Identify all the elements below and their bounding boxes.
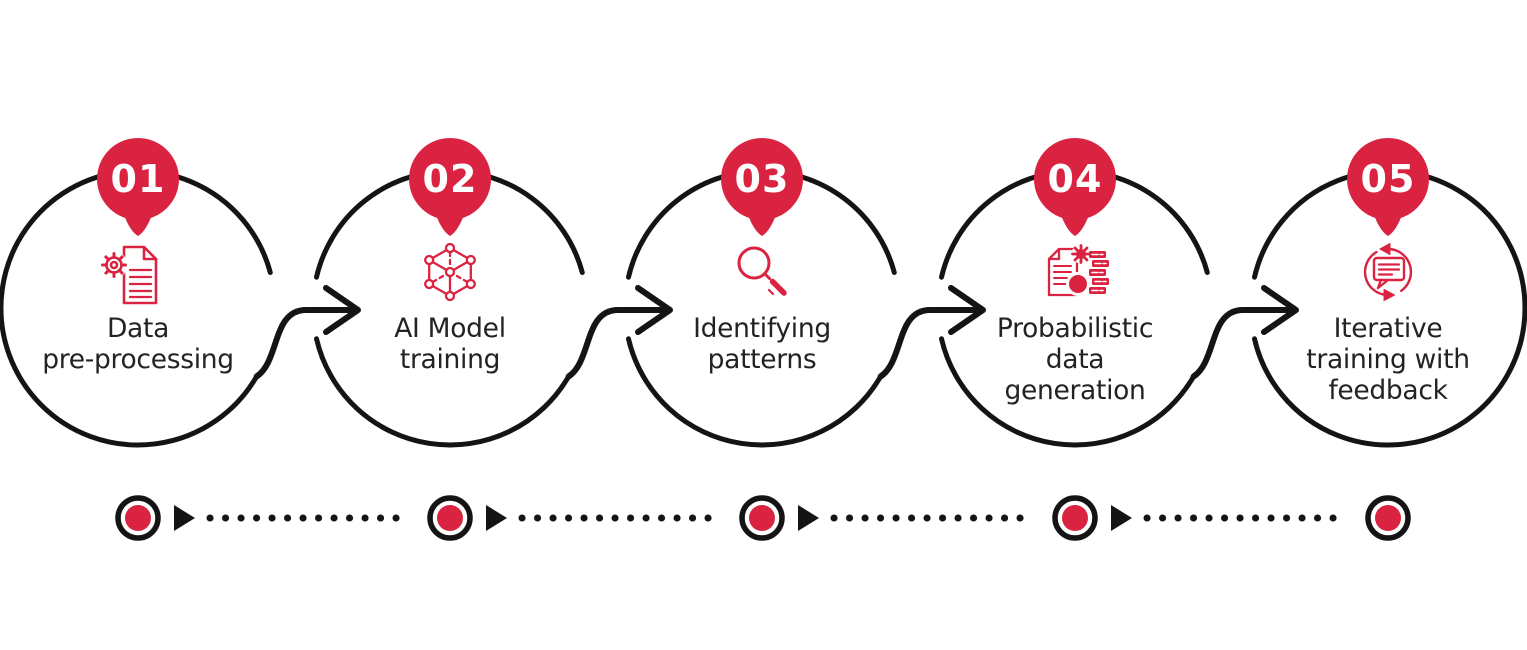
timeline-triangle-1 [174,505,195,531]
step-circle-5 [1252,168,1527,448]
step-label-1: Data pre-processing [42,313,234,375]
step-number-2: 02 [422,157,478,201]
timeline-node-5 [1365,495,1411,541]
step-number-5: 05 [1360,157,1416,201]
step-label-4: Probabilistic data generation [996,313,1154,406]
step-badge-2 [409,138,491,236]
data-generation-icon [1047,244,1109,297]
step-number-3: 03 [734,157,790,201]
step-label-2: AI Model training [394,313,506,375]
timeline-node-4 [1052,495,1098,541]
timeline-arrowheads [174,505,1132,531]
step-circle-2-bottom [314,336,572,448]
flow-arrow-4-5 [1190,285,1299,380]
step-label-3: Identifying patterns [693,313,831,375]
step-icons [100,242,1413,305]
timeline-triangle-2 [486,505,507,531]
step-badge-4 [1034,138,1116,236]
timeline-triangle-4 [1111,505,1132,531]
magnifier-icon [737,246,787,296]
step-number-1: 01 [110,157,166,201]
step-circle-3-bottom [626,336,884,448]
step-badges [97,138,1429,236]
step-badge-1 [97,138,179,236]
step-circle-4-bottom [939,336,1197,448]
flow-arrow-3-4 [877,285,986,380]
step-number-4: 04 [1047,157,1103,201]
timeline-nodes [115,495,1411,541]
timeline-node-1 [115,495,161,541]
network-cube-icon [424,242,476,302]
flow-arrow-1-2 [253,285,361,380]
timeline-triangle-3 [798,505,819,531]
timeline-node-2 [427,495,473,541]
timeline-node-3 [739,495,785,541]
step-circle-1 [0,168,273,448]
flow-arrow-2-3 [565,285,673,380]
step-label-5: Iterative training with feedback [1306,313,1470,406]
step-badge-5 [1347,138,1429,236]
document-gear-icon [100,245,158,305]
step-badge-3 [721,138,803,236]
timeline [115,495,1411,541]
flow-arrows [253,285,1299,380]
feedback-loop-icon [1363,243,1413,301]
